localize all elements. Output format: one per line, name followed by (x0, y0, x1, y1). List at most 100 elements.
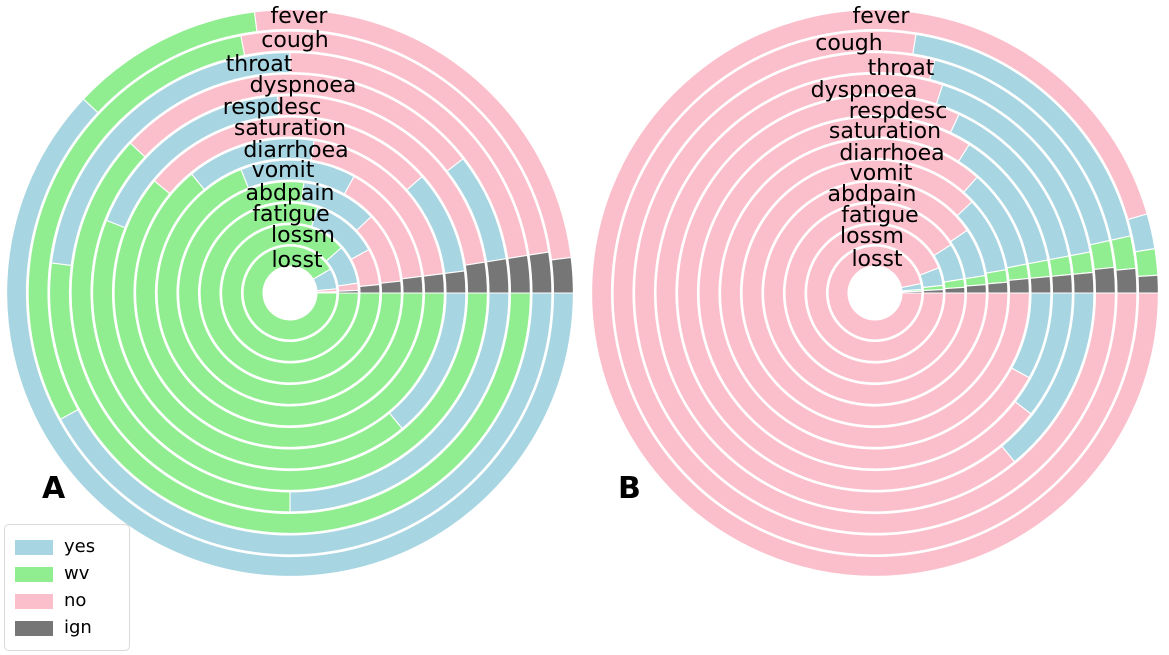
arc-saturation-ign[interactable] (1029, 275, 1052, 294)
sunburst-panel-b[interactable] (591, 9, 1159, 577)
ring-saturation[interactable] (113, 116, 467, 470)
arc-cough-wv[interactable] (1110, 235, 1137, 271)
arc-losst-ign[interactable] (901, 290, 923, 294)
arc-lossm-wv[interactable] (221, 224, 359, 362)
arc-fever-ign[interactable] (1137, 274, 1159, 294)
arc-cough-no[interactable] (612, 30, 1138, 556)
ring-diarrhoea[interactable] (135, 138, 445, 448)
ring-dyspnoea[interactable] (655, 73, 1095, 513)
arc-saturation-wv[interactable] (1027, 259, 1051, 279)
ring-label-respdesc: respdesc (223, 95, 322, 120)
arc-vomit-wv[interactable] (156, 168, 424, 427)
legend-swatch-no (15, 593, 53, 609)
arc-losst-no[interactable] (827, 245, 923, 341)
ring-fatigue[interactable] (784, 202, 966, 384)
arc-throat-wv[interactable] (1089, 239, 1115, 271)
ring-throat[interactable] (49, 52, 531, 534)
arc-respdesc-no[interactable] (677, 95, 1032, 491)
ring-abdpain[interactable] (178, 181, 402, 405)
arc-vomit-ign[interactable] (401, 275, 424, 294)
arc-lossm-ign[interactable] (337, 289, 359, 294)
arc-dyspnoea-ign[interactable] (485, 258, 510, 294)
legend-item-yes[interactable]: yes (15, 534, 129, 561)
arc-diarrhoea-ign[interactable] (1008, 277, 1030, 294)
legend-item-wv[interactable]: wv (15, 561, 129, 588)
ring-abdpain[interactable] (763, 181, 987, 405)
arc-abdpain-ign[interactable] (965, 284, 987, 294)
arc-fever-ign[interactable] (550, 256, 574, 294)
arc-throat-ign[interactable] (1093, 266, 1116, 294)
ring-cough[interactable] (27, 30, 553, 556)
arc-fever-yes[interactable] (6, 98, 574, 577)
arc-respdesc-wv[interactable] (1048, 255, 1073, 277)
ring-losst[interactable] (242, 245, 338, 341)
arc-saturation-no[interactable] (698, 116, 1030, 470)
arc-diarrhoea-ign[interactable] (422, 273, 445, 294)
arc-fatigue-ign[interactable] (944, 286, 966, 294)
arc-losst-ign[interactable] (316, 291, 338, 294)
legend-label-no: no (64, 590, 87, 611)
ring-cough[interactable] (612, 30, 1138, 556)
arc-fatigue-ign[interactable] (359, 283, 381, 294)
ring-respdesc[interactable] (677, 95, 1073, 491)
legend-label-wv: wv (64, 563, 90, 584)
ring-label-fever: fever (853, 4, 911, 29)
arc-cough-ign[interactable] (528, 251, 553, 294)
ring-labels-panel-b: fevercoughthroatdyspnoearespdescsaturati… (811, 4, 948, 272)
ring-label-dyspnoea: dyspnoea (811, 78, 918, 103)
ring-vomit[interactable] (741, 159, 1009, 427)
arc-vomit-no[interactable] (741, 159, 1009, 427)
ring-fever[interactable] (6, 9, 574, 577)
ring-label-fatigue: fatigue (841, 203, 918, 228)
arc-dyspnoea-ign[interactable] (1072, 271, 1095, 294)
ring-throat[interactable] (634, 52, 1116, 534)
legend-item-ign[interactable]: ign (15, 615, 129, 642)
arc-fatigue-no[interactable] (784, 202, 966, 384)
ring-label-throat: throat (868, 56, 935, 81)
arc-cough-ign[interactable] (1115, 267, 1138, 294)
arc-saturation-ign[interactable] (444, 270, 467, 294)
ring-diarrhoea[interactable] (720, 138, 1030, 448)
ring-label-losst: losst (851, 247, 902, 272)
arc-abdpain-no[interactable] (763, 181, 987, 405)
ring-fever[interactable] (591, 9, 1159, 577)
sunburst-panel-a[interactable] (6, 9, 574, 577)
arc-fatigue-wv[interactable] (199, 202, 381, 384)
arc-diarrhoea-wv[interactable] (135, 173, 445, 448)
arc-throat-no[interactable] (634, 52, 1116, 534)
ring-losst[interactable] (827, 245, 923, 341)
ring-label-cough: cough (261, 28, 328, 53)
ring-labels-panel-a: fevercoughthroatdyspnoearespdescsaturati… (223, 4, 357, 273)
arc-lossm-no[interactable] (806, 224, 944, 362)
arc-respdesc-ign[interactable] (1051, 273, 1073, 294)
ring-label-lossm: lossm (840, 224, 904, 249)
arc-lossm-ign[interactable] (922, 288, 944, 294)
category-legend: yes wv no ign (4, 524, 130, 651)
arc-vomit-ign[interactable] (987, 281, 1009, 294)
arc-fever-no[interactable] (591, 9, 1159, 577)
arc-throat-ign[interactable] (507, 254, 531, 294)
ring-label-vomit: vomit (850, 161, 913, 186)
legend-item-no[interactable]: no (15, 588, 129, 615)
ring-label-dyspnoea: dyspnoea (250, 73, 357, 98)
ring-label-lossm: lossm (271, 223, 335, 248)
ring-vomit[interactable] (156, 159, 424, 427)
ring-respdesc[interactable] (92, 95, 488, 491)
ring-dyspnoea[interactable] (70, 73, 510, 513)
arc-dyspnoea-wv[interactable] (1069, 251, 1094, 275)
ring-label-saturation: saturation (829, 119, 941, 144)
arc-losst-wv[interactable] (242, 245, 338, 341)
ring-saturation[interactable] (698, 116, 1052, 470)
ring-lossm[interactable] (221, 224, 359, 362)
legend-swatch-yes (15, 539, 53, 555)
arc-fever-wv[interactable] (1134, 248, 1159, 278)
arc-abdpain-ign[interactable] (380, 280, 402, 294)
ring-label-respdesc: respdesc (849, 99, 948, 124)
arc-abdpain-wv[interactable] (178, 181, 402, 405)
arc-diarrhoea-no[interactable] (720, 138, 1030, 448)
ring-lossm[interactable] (806, 224, 944, 362)
arc-respdesc-ign[interactable] (464, 261, 488, 294)
ring-fatigue[interactable] (199, 202, 381, 384)
